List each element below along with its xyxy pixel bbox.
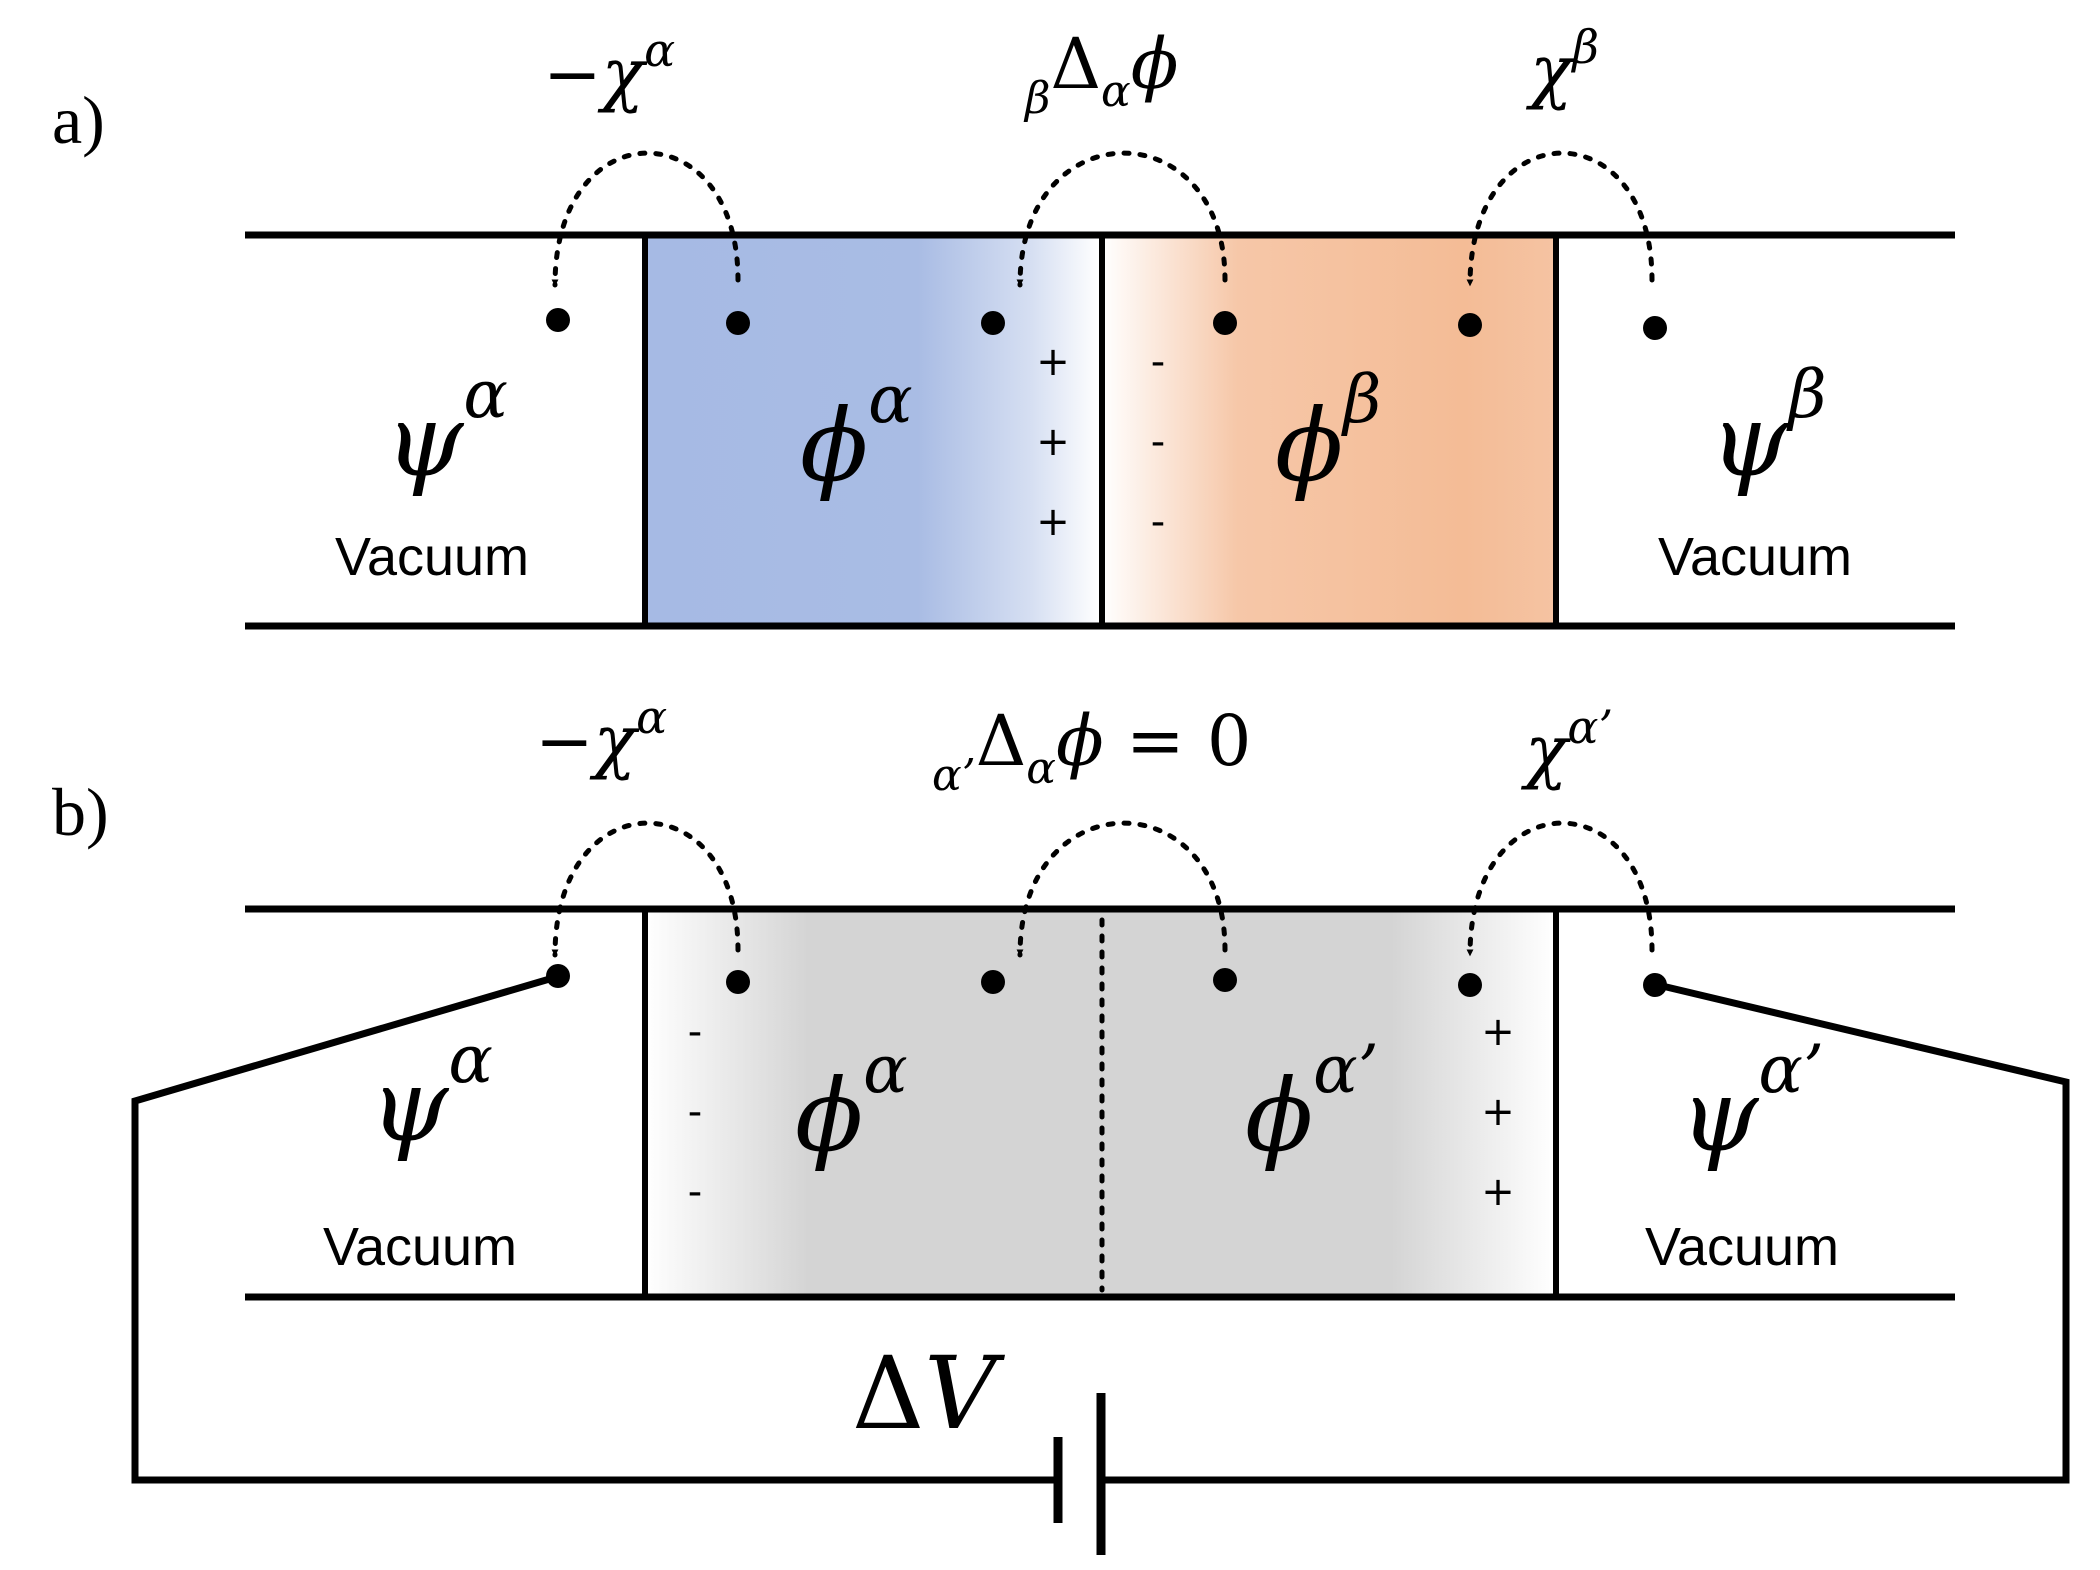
- panel-b-negative-charges: - - -: [688, 1009, 702, 1215]
- circuit-wire-right: [1103, 981, 2070, 1484]
- panel-b-arrow-middle: [1016, 820, 1228, 958]
- panel-a-psi-alpha: ψα: [385, 356, 508, 499]
- panel-b-phi-alpha-prime: ϕα’: [1245, 1031, 1379, 1174]
- panel-a-delta-phi-label: βΔαϕ: [1023, 23, 1178, 124]
- panel-b-chi-alpha-label: −χα: [535, 690, 667, 782]
- panel-a-dot-vacuum-alpha: [546, 308, 570, 332]
- panel-a-arrow-middle: [1016, 150, 1228, 288]
- panel-a: a) −χα βΔαϕ χβ + + + - -: [52, 20, 1955, 630]
- panel-b-psi-alpha: ψα: [370, 1021, 493, 1164]
- charge-minus: -: [688, 1169, 702, 1215]
- panel-a-dot-vacuum-beta: [1643, 316, 1667, 340]
- circuit-wire-left: [131, 974, 1056, 1484]
- panel-a-dot-alpha-right: [981, 311, 1005, 335]
- charge-plus: +: [1481, 1009, 1515, 1055]
- panel-b-dot-alpha-prime-right: [1458, 973, 1482, 997]
- panel-b-dot-vacuum-alpha-prime: [1643, 973, 1667, 997]
- panel-a-dot-alpha-left: [726, 311, 750, 335]
- panel-b-dot-alpha-left: [726, 970, 750, 994]
- panel-a-label: a): [52, 82, 105, 158]
- panel-a-phi-beta: ϕβ: [1275, 361, 1381, 504]
- panel-a-arrow-left: [551, 150, 741, 288]
- charge-minus: -: [688, 1009, 702, 1055]
- panel-a-chi-beta-label: χβ: [1525, 20, 1599, 112]
- charge-minus: -: [1151, 499, 1165, 545]
- charge-plus: +: [1481, 1089, 1515, 1135]
- panel-a-phase-alpha-fill: [645, 237, 1100, 624]
- charge-plus: +: [1036, 499, 1070, 545]
- charge-minus: -: [1151, 419, 1165, 465]
- panel-a-psi-beta: ψβ: [1710, 356, 1827, 499]
- panel-a-phase-beta-fill: [1102, 237, 1554, 624]
- panel-b-vacuum-left-label: Vacuum: [323, 1217, 517, 1277]
- panel-b-arrow-left: [551, 820, 741, 958]
- panel-b-phi-alpha: ϕα: [795, 1031, 908, 1174]
- panel-a-dot-beta-left: [1213, 311, 1237, 335]
- panel-b-delta-phi-zero-label: α’Δαϕ = 0: [932, 700, 1251, 801]
- panel-b-dot-vacuum-alpha: [546, 964, 570, 988]
- panel-a-dot-beta-right: [1458, 313, 1482, 337]
- panel-a-vacuum-right-label: Vacuum: [1658, 527, 1852, 587]
- panel-a-negative-charges: - - -: [1151, 339, 1165, 545]
- panel-b-dot-alpha-prime-middle: [1213, 968, 1237, 992]
- panel-b-chi-alpha-prime-label: χα’: [1520, 700, 1613, 792]
- panel-a-positive-charges: + + +: [1036, 339, 1070, 545]
- charge-plus: +: [1481, 1169, 1515, 1215]
- panel-b-dot-alpha-middle: [981, 970, 1005, 994]
- panel-b-psi-alpha-prime: ψα’: [1680, 1031, 1824, 1174]
- panel-b-label: b): [52, 774, 109, 850]
- panel-b-positive-charges: + + +: [1481, 1009, 1515, 1215]
- charge-plus: +: [1036, 339, 1070, 385]
- charge-minus: -: [688, 1089, 702, 1135]
- panel-b-arrow-right: [1466, 820, 1655, 958]
- panel-a-vacuum-left-label: Vacuum: [335, 527, 529, 587]
- panel-b-vacuum-right-label: Vacuum: [1645, 1217, 1839, 1277]
- charge-minus: -: [1151, 339, 1165, 385]
- charge-plus: +: [1036, 419, 1070, 465]
- panel-a-arrow-right: [1466, 150, 1655, 288]
- panel-a-chi-alpha-label: −χα: [543, 23, 675, 115]
- voltage-delta-v-label: ΔV: [852, 1335, 1005, 1452]
- panel-b: b) −χα α’Δαϕ = 0 χα’ - - - + +: [52, 690, 2070, 1555]
- panel-a-phi-alpha: ϕα: [800, 361, 913, 504]
